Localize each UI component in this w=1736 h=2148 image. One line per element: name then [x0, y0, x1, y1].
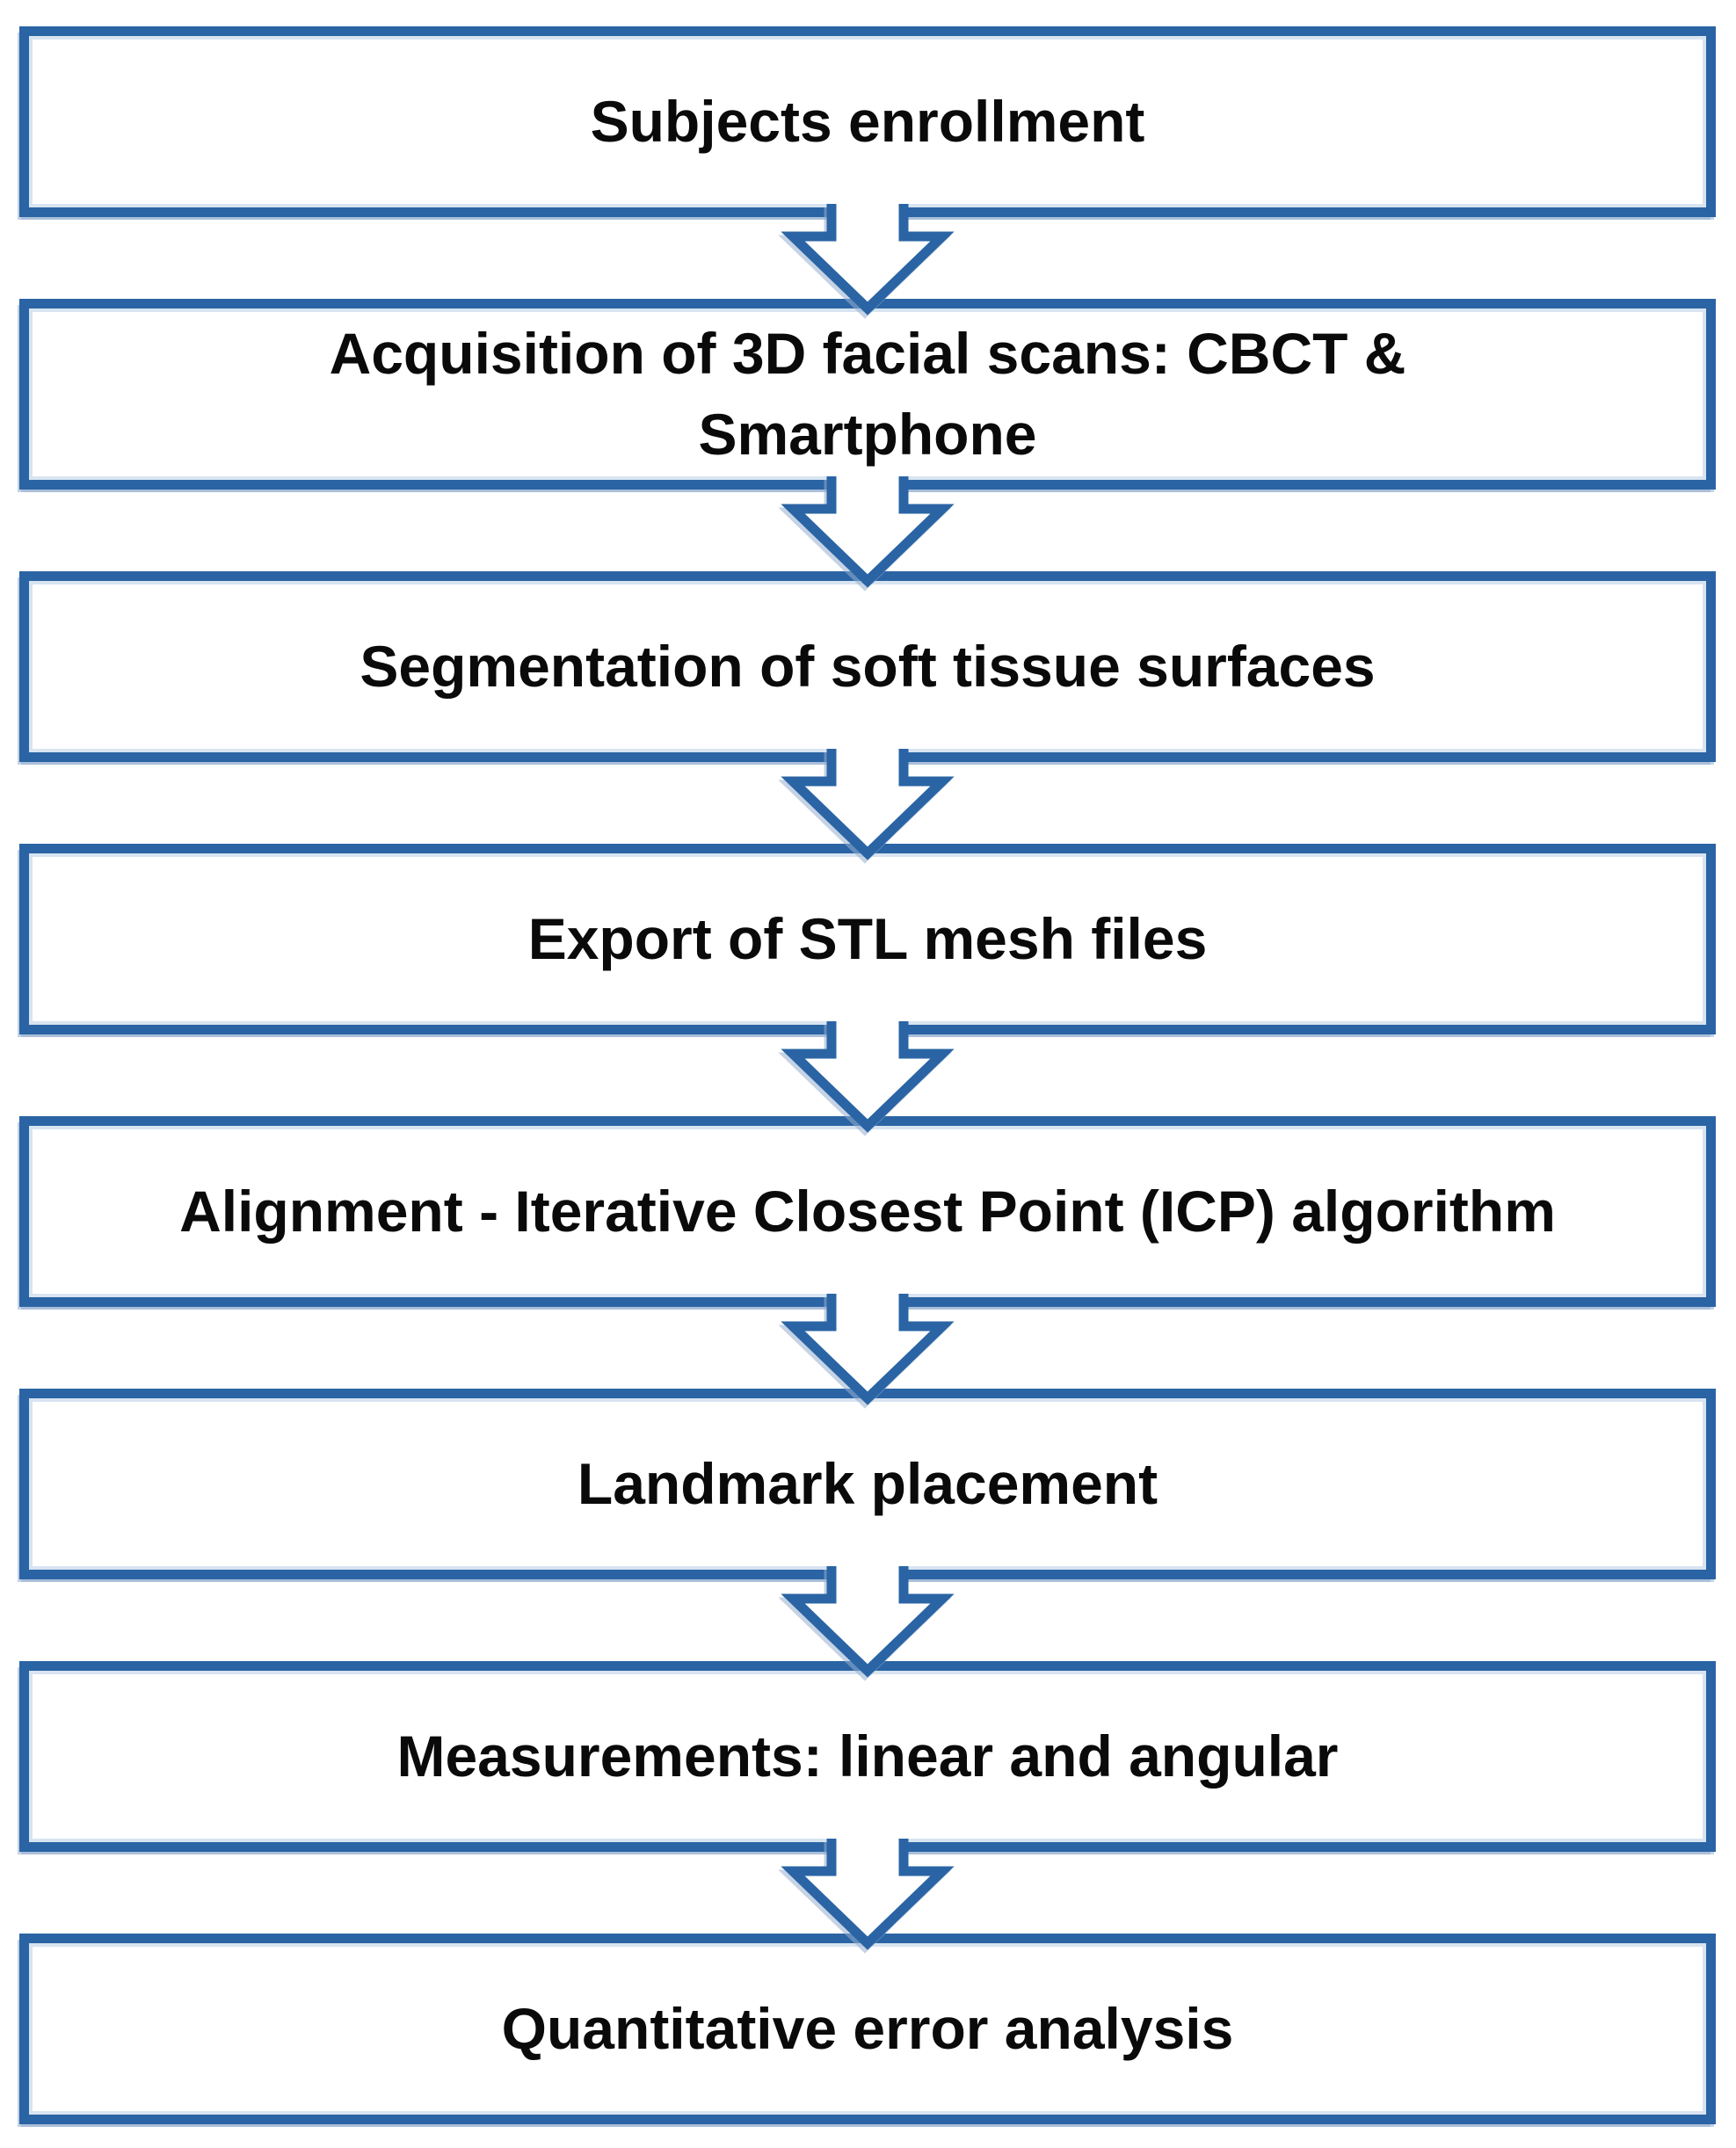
flow-connector [19, 749, 1716, 860]
flow-step-4: Export of STL mesh files [19, 844, 1716, 1034]
flow-step-label: Quantitative error analysis [501, 1995, 1234, 2061]
flow-connector [19, 476, 1716, 588]
flow-step-2: Acquisition of 3D facial scans: CBCT & S… [19, 299, 1716, 490]
down-arrow-icon [781, 1566, 955, 1678]
flow-step-label: Subjects enrollment [590, 88, 1145, 154]
flow-step-label: Acquisition of 3D facial scans: CBCT & S… [329, 321, 1406, 467]
flow-connector [19, 204, 1716, 316]
flow-step-label: Landmark placement [577, 1450, 1159, 1516]
flow-connector [19, 1294, 1716, 1405]
down-arrow-icon [781, 1021, 955, 1133]
flow-step-1: Subjects enrollment [19, 26, 1716, 217]
flow-step-3: Segmentation of soft tissue surfaces [19, 571, 1716, 762]
down-arrow-icon [781, 204, 955, 316]
flow-connector [19, 1839, 1716, 1950]
flow-step-label: Segmentation of soft tissue surfaces [360, 633, 1376, 699]
flow-connector [19, 1021, 1716, 1133]
flow-step-8: Quantitative error analysis [19, 1934, 1716, 2124]
down-arrow-icon [781, 749, 955, 860]
flow-step-6: Landmark placement [19, 1389, 1716, 1579]
flow-step-5: Alignment - Iterative Closest Point (ICP… [19, 1116, 1716, 1307]
down-arrow-icon [781, 1294, 955, 1405]
flow-connector [19, 1566, 1716, 1678]
flow-step-label: Export of STL mesh files [527, 905, 1208, 971]
flow-step-label: Alignment - Iterative Closest Point (ICP… [179, 1178, 1556, 1244]
flow-step-label: Measurements: linear and angular [396, 1723, 1339, 1789]
flow-step-7: Measurements: linear and angular [19, 1661, 1716, 1852]
down-arrow-icon [781, 476, 955, 588]
down-arrow-icon [781, 1839, 955, 1950]
